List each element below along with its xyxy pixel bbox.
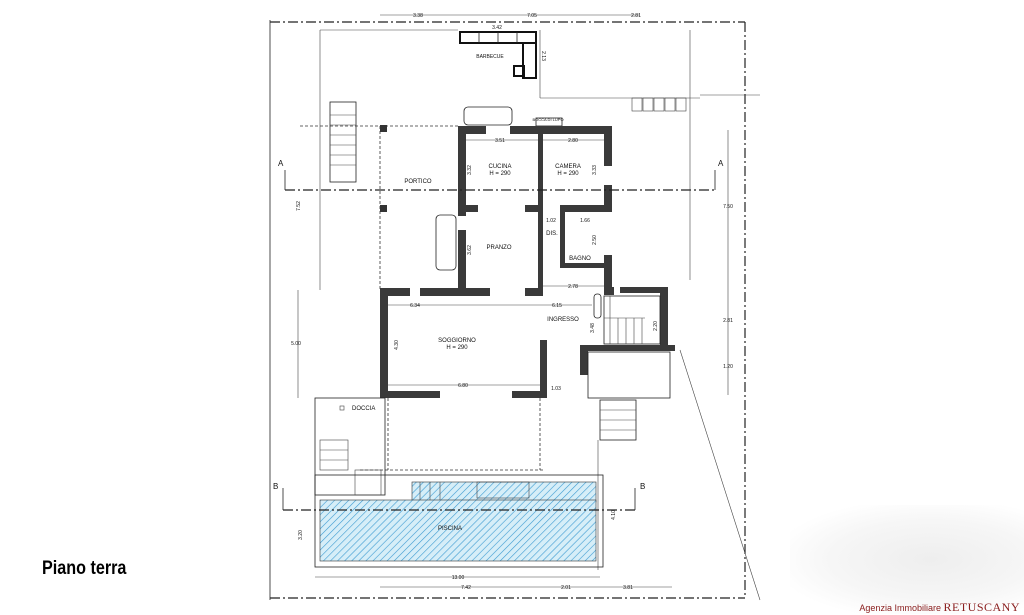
dim-dis-w: 1.02 — [546, 218, 556, 224]
label-doccia: DOCCIA — [352, 406, 375, 412]
dim-soggiorno-h: 4.30 — [394, 340, 400, 350]
dim-ingresso-h: 3.48 — [590, 323, 596, 333]
dim-ingresso-w: 6.15 — [552, 303, 562, 309]
label-soggiorno: SOGGIORNO — [438, 338, 476, 344]
dim-camera-w: 2.80 — [568, 138, 578, 144]
barbecue: 3.42 2.13 BARBECUE — [459, 25, 546, 79]
interior-stair — [593, 293, 661, 345]
shower-area: DOCCIA — [314, 397, 386, 496]
dim-soggiorno-bottom: 6.80 — [458, 383, 468, 389]
outdoor-stair — [329, 101, 357, 183]
dim-left-2: 5.00 — [291, 341, 301, 347]
dim-left-1: 7.52 — [296, 201, 302, 211]
dim-bottom-3: 3.81 — [623, 585, 633, 591]
section-a-left: A — [278, 159, 284, 168]
label-portico: PORTICO — [404, 179, 432, 185]
agency-logo: Agenzia Immobiliare RETUSCANY — [859, 600, 1020, 615]
dim-right-4: 4.10 — [611, 510, 617, 520]
agency-brand: RETUSCANY — [943, 600, 1020, 614]
dim-bagno-w: 1.66 — [580, 218, 590, 224]
plan-title: Piano terra — [42, 558, 127, 579]
section-a-right: A — [718, 159, 724, 168]
label-soggiorno-height: H = 290 — [446, 345, 468, 351]
label-pranzo: PRANZO — [486, 245, 511, 251]
dim-top-2: 7.05 — [527, 13, 537, 19]
dim-bagno-h: 2.50 — [592, 235, 598, 245]
label-dis: DIS. — [546, 231, 558, 237]
dim-door: 1.03 — [551, 386, 561, 392]
dim-bbq-h: 2.13 — [540, 51, 546, 61]
section-b-right: B — [640, 482, 645, 491]
right-dimensions: 7.50 2.81 1.20 5.00 — [291, 130, 733, 398]
label-barbecue: BARBECUE — [476, 54, 504, 60]
dim-right-3: 1.20 — [723, 364, 733, 370]
site-boundary — [269, 20, 761, 601]
label-ingresso: INGRESSO — [547, 317, 579, 323]
dim-right-2: 2.81 — [723, 318, 733, 324]
dim-right-1: 7.50 — [723, 204, 733, 210]
dim-cucina-w: 3.51 — [495, 138, 505, 144]
house-walls — [380, 126, 675, 398]
dim-soggiorno-w: 6.34 — [410, 303, 420, 309]
section-lines: A A B B — [273, 159, 724, 511]
room-labels: CUCINA H = 290 CAMERA H = 290 PRANZO DIS… — [388, 138, 659, 392]
dim-top-1: 3.38 — [413, 13, 423, 19]
agency-watermark — [790, 505, 1024, 614]
dim-pranzo-h: 3.62 — [467, 245, 473, 255]
label-cucina-height: H = 290 — [489, 171, 511, 177]
agency-prefix: Agenzia Immobiliare — [859, 603, 941, 613]
label-bocca-di-lupo: BOCCA DI LUPO — [532, 117, 563, 122]
dim-bbq-w: 3.42 — [492, 25, 502, 31]
label-piscina: PISCINA — [438, 526, 462, 532]
dim-bottom-1: 7.42 — [461, 585, 471, 591]
dim-cucina-h: 3.32 — [467, 165, 473, 175]
portico: PORTICO 7.52 — [296, 125, 458, 290]
lower-terrace — [360, 351, 671, 570]
dim-pool-w: 13.00 — [452, 575, 465, 581]
label-bagno: BAGNO — [569, 256, 591, 262]
dim-top-3: 2.81 — [631, 13, 641, 19]
pool: PISCINA 3.20 4.10 13.00 7.42 2.01 3.81 — [298, 474, 672, 591]
dim-bottom-2: 2.01 — [561, 585, 571, 591]
label-camera-height: H = 290 — [557, 171, 579, 177]
label-camera: CAMERA — [555, 164, 581, 170]
dim-left-3: 3.20 — [298, 530, 304, 540]
parking-blocks — [631, 97, 687, 112]
section-b-left: B — [273, 482, 278, 491]
top-dimensions: 3.38 7.05 2.81 — [380, 13, 641, 19]
label-cucina: CUCINA — [488, 164, 511, 170]
dim-camera-h: 3.33 — [592, 165, 598, 175]
dim-stair-h: 2.20 — [653, 321, 659, 331]
dim-corridor-w: 2.78 — [568, 284, 578, 290]
